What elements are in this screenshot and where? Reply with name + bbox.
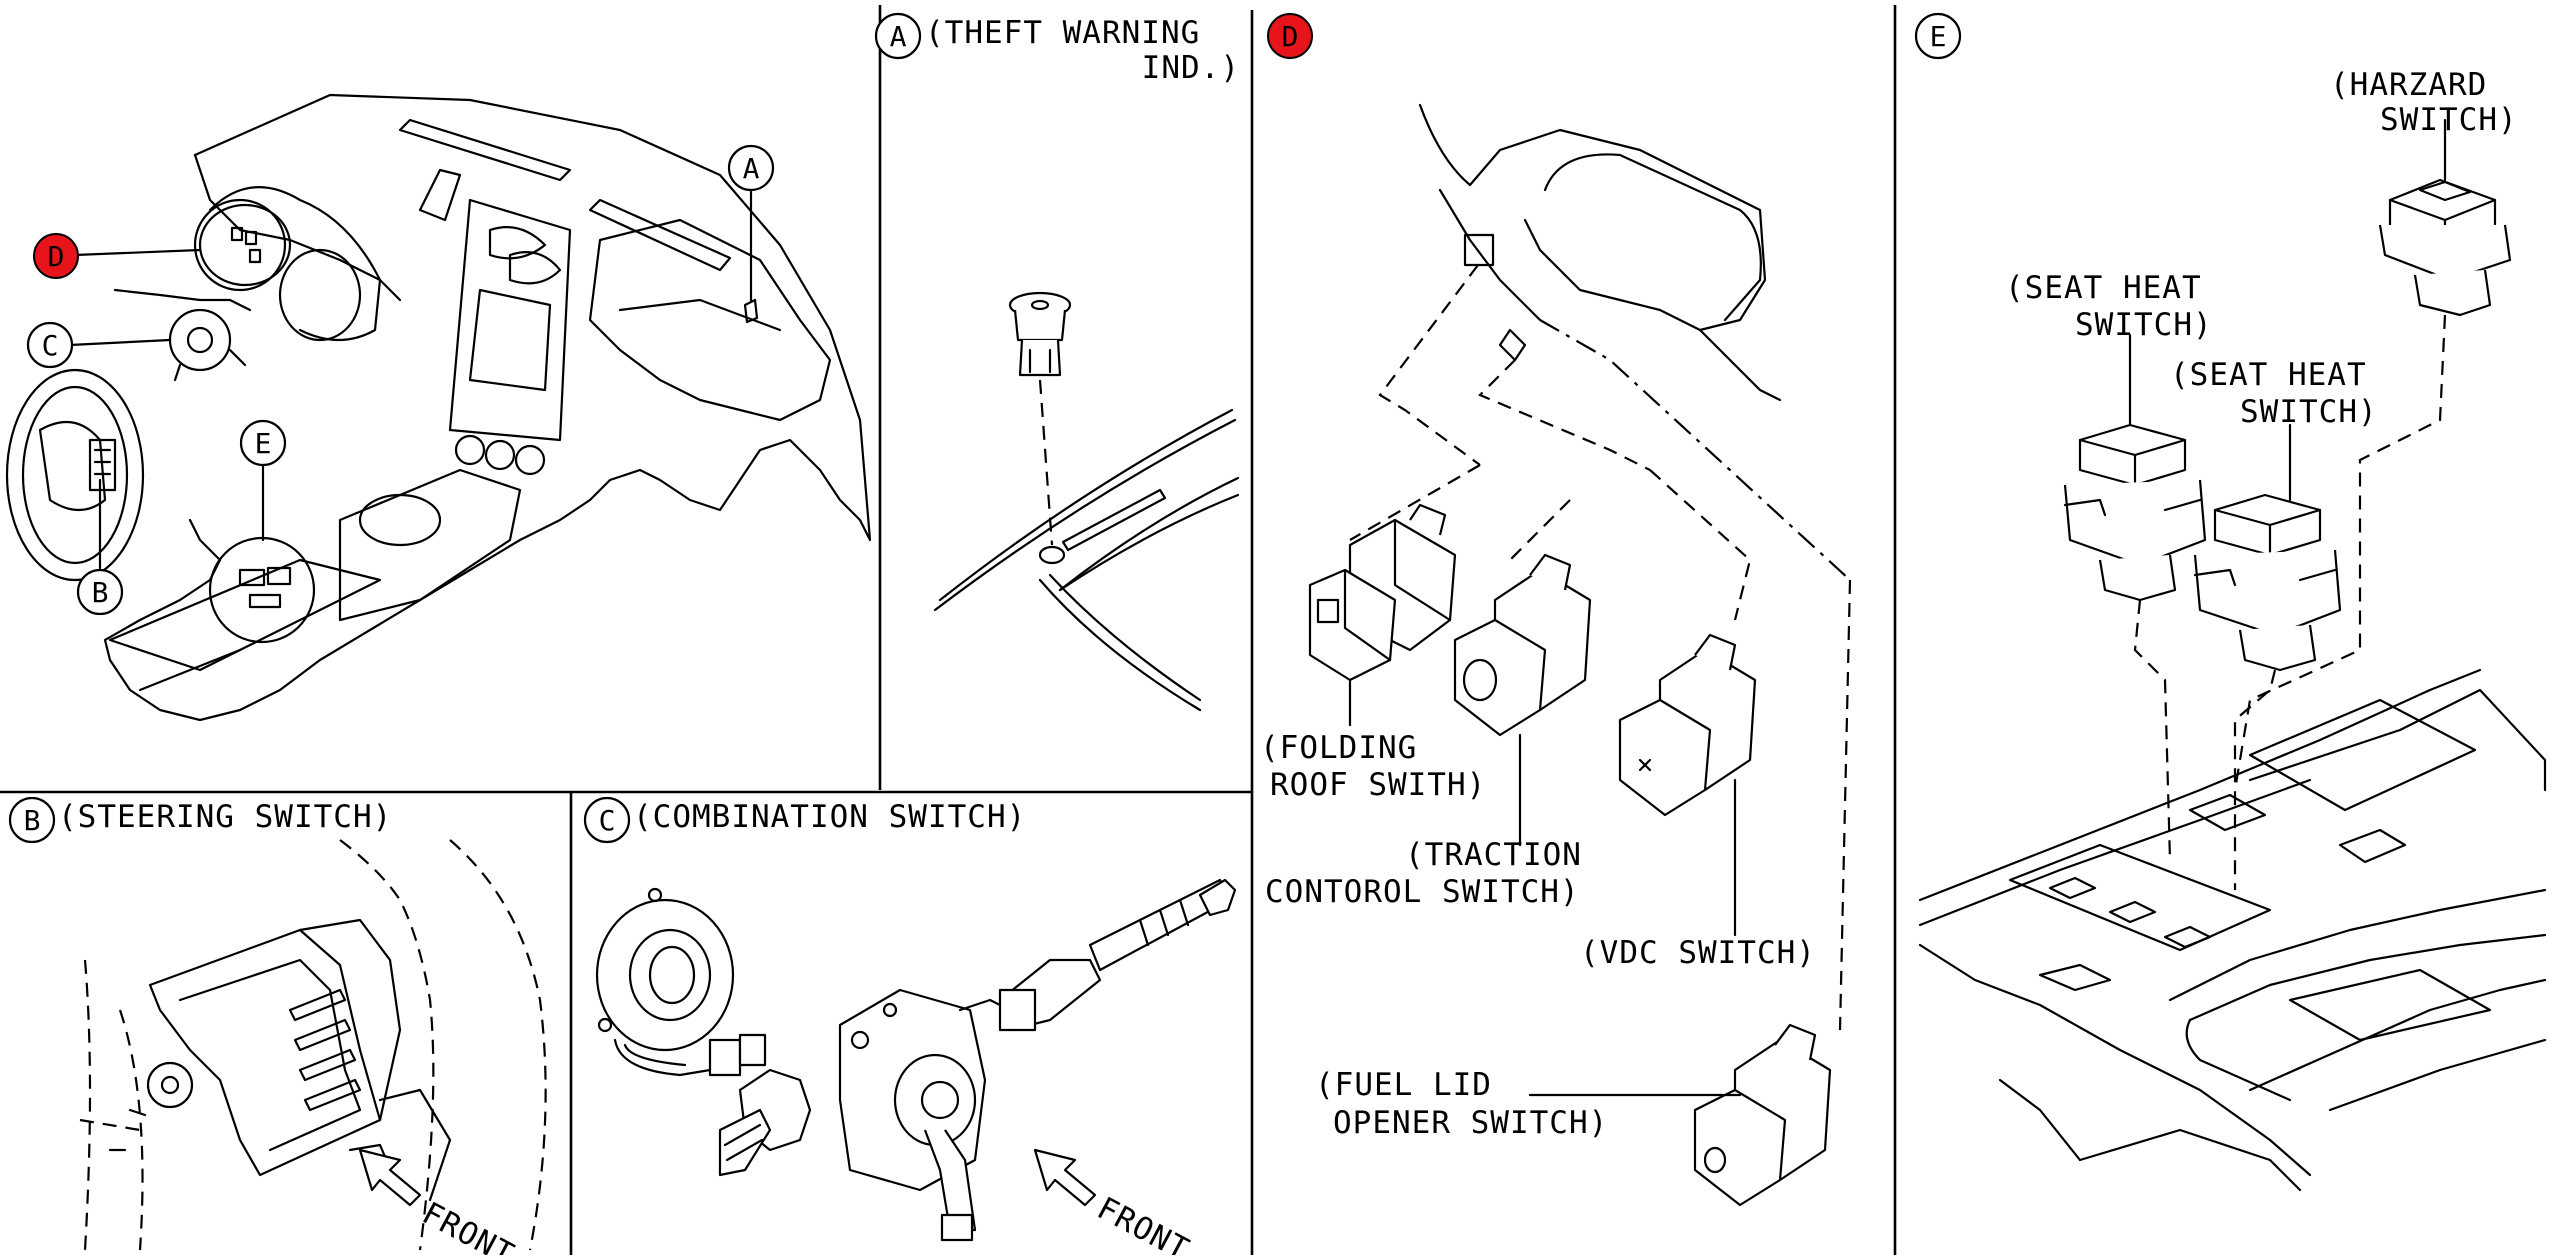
callout-d-overview-circle (33, 233, 79, 279)
seat-heat-switch-1-drawing (2063, 333, 2207, 602)
panel-a-title-line1: (THEFT WARNING (925, 15, 1200, 51)
folding-roof-label-line1: (FOLDING (1260, 730, 1417, 766)
callout-b-overview-letter: B (92, 576, 109, 609)
panel-d-callout-circle (1267, 13, 1313, 59)
callout-e-overview: E (239, 419, 287, 467)
panel-e-switches: E (HARZARD SWITCH) (SEAT HEAT SWITCH) (S… (1914, 12, 2547, 1192)
hazard-label-line1: (HARZARD (2330, 67, 2487, 103)
panel-c-front-label: FRONT (1091, 1190, 1195, 1255)
panel-e-console-drawing (1918, 668, 2547, 1192)
fuel-lid-label-line2: OPENER SWITCH) (1333, 1105, 1608, 1141)
panel-a-title-line2: IND.) (1142, 50, 1240, 86)
seat-heat-1-label-line2: SWITCH) (2075, 307, 2213, 343)
panel-c-title: (COMBINATION SWITCH) (633, 799, 1026, 835)
callout-a-overview-letter: A (743, 152, 760, 185)
callout-e-overview-letter: E (255, 427, 272, 460)
panel-d-dash-lines (1349, 264, 1852, 1031)
callout-d-overview: D (33, 233, 79, 279)
hazard-label-line2: SWITCH) (2380, 102, 2518, 138)
panel-b-callout-letter: B (24, 804, 41, 837)
panel-a-callout-letter: A (890, 20, 907, 53)
callout-c-overview-letter: C (42, 329, 59, 362)
callout-b-overview: B (76, 568, 124, 616)
seat-heat-2-label-line2: SWITCH) (2240, 394, 2378, 430)
fuel-lid-opener-switch-drawing (1528, 1023, 1832, 1207)
vdc-switch-drawing (1618, 633, 1757, 937)
steering-switch-drawing: FRONT (79, 839, 547, 1255)
panel-dividers (0, 5, 1897, 1255)
panel-b-front-label: FRONT (416, 1195, 520, 1255)
seat-heat-2-label-line1: (SEAT HEAT (2170, 357, 2367, 393)
folding-roof-switch-drawing (1308, 503, 1457, 727)
panel-c-callout-letter: C (599, 804, 616, 837)
panel-d-dash-drawing (1418, 103, 1782, 402)
panel-b-title: (STEERING SWITCH) (58, 799, 392, 835)
callout-c-overview: C (26, 321, 74, 369)
panel-a-theft-warning: A (THEFT WARNING IND.) (874, 12, 1240, 712)
theft-warning-indicator-drawing (933, 291, 1240, 712)
seat-heat-switch-2-drawing (2193, 423, 2342, 672)
panel-e-callout-letter: E (1930, 20, 1947, 53)
seat-heat-1-label-line1: (SEAT HEAT (2005, 270, 2202, 306)
panel-c-combination-switch: C (COMBINATION SWITCH) (583, 796, 1237, 1255)
callout-a-overview: A (727, 144, 775, 192)
overview-dashboard-drawing (5, 93, 872, 722)
panel-d-callout-letter: D (1282, 20, 1299, 53)
panel-b-steering-switch: B (STEERING SWITCH) FRONT (8, 796, 547, 1255)
callout-d-overview-letter: D (48, 240, 65, 273)
panel-d-switches: D (1260, 13, 1852, 1207)
traction-label-line2: CONTOROL SWITCH) (1265, 874, 1580, 910)
vdc-label: (VDC SWITCH) (1580, 935, 1816, 971)
hazard-switch-drawing (2378, 118, 2512, 317)
traction-label-line1: (TRACTION (1405, 837, 1582, 873)
fuel-lid-label-line1: (FUEL LID (1315, 1067, 1492, 1103)
traction-control-switch-drawing (1453, 553, 1592, 847)
combination-switch-drawing: FRONT (595, 878, 1237, 1255)
folding-roof-label-line2: ROOF SWITH) (1270, 767, 1486, 803)
